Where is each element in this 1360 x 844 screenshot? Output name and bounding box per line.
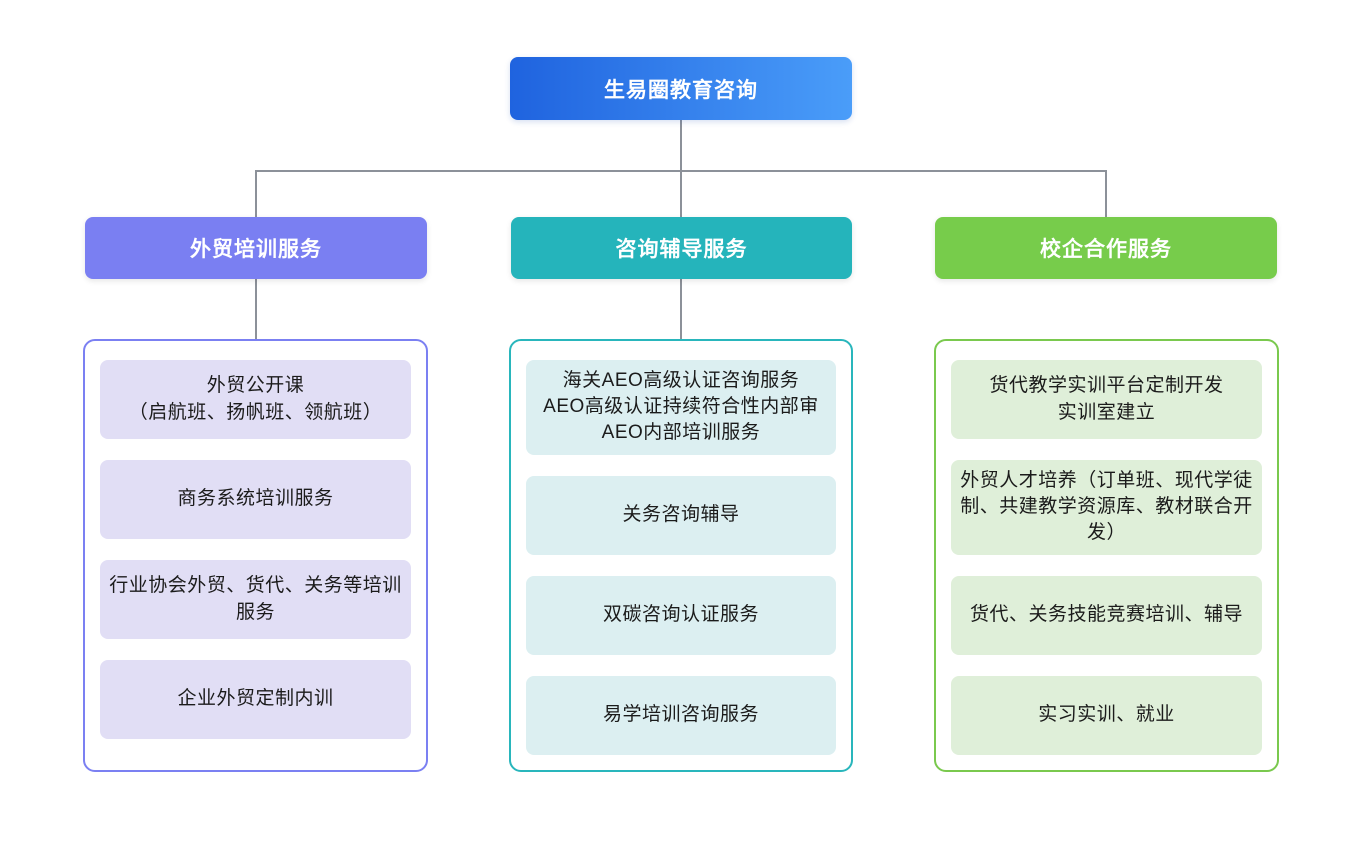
connector-stub-left-top bbox=[255, 170, 257, 217]
branch-item: 外贸公开课 （启航班、扬帆班、领航班） bbox=[100, 360, 411, 439]
branch-item: 关务咨询辅导 bbox=[526, 475, 836, 555]
branch-item: 海关AEO高级认证咨询服务 AEO高级认证持续符合性内部审 AEO内部培训服务 bbox=[526, 360, 836, 455]
branch-item: 货代教学实训平台定制开发 实训室建立 bbox=[951, 360, 1262, 439]
branch-item: 企业外贸定制内训 bbox=[100, 660, 411, 739]
branch-header-consulting-coaching: 咨询辅导服务 bbox=[511, 217, 852, 279]
branch-item: 外贸人才培养（订单班、现代学徒制、共建教学资源库、教材联合开发） bbox=[951, 460, 1262, 555]
branch-item: 实习实训、就业 bbox=[951, 675, 1262, 755]
branch-container-school-enterprise-cooperation: 货代教学实训平台定制开发 实训室建立 外贸人才培养（订单班、现代学徒制、共建教学… bbox=[934, 339, 1279, 772]
branch-item: 货代、关务技能竞赛培训、辅导 bbox=[951, 575, 1262, 655]
branch-container-foreign-trade-training: 外贸公开课 （启航班、扬帆班、领航班） 商务系统培训服务 行业协会外贸、货代、关… bbox=[83, 339, 428, 772]
connector-stub-right-top bbox=[1105, 170, 1107, 217]
connector-stub-middle-top bbox=[680, 170, 682, 217]
branch-header-foreign-trade-training: 外贸培训服务 bbox=[85, 217, 427, 279]
connector-stub-middle-bottom bbox=[680, 279, 682, 339]
branch-item: 易学培训咨询服务 bbox=[526, 675, 836, 755]
connector-root-vertical bbox=[680, 120, 682, 170]
branch-item: 双碳咨询认证服务 bbox=[526, 575, 836, 655]
branch-container-consulting-coaching: 海关AEO高级认证咨询服务 AEO高级认证持续符合性内部审 AEO内部培训服务 … bbox=[509, 339, 853, 772]
connector-stub-left-bottom bbox=[255, 279, 257, 339]
branch-item: 行业协会外贸、货代、关务等培训服务 bbox=[100, 560, 411, 639]
root-node: 生易圈教育咨询 bbox=[510, 57, 852, 120]
branch-item: 商务系统培训服务 bbox=[100, 460, 411, 539]
branch-header-school-enterprise-cooperation: 校企合作服务 bbox=[935, 217, 1277, 279]
